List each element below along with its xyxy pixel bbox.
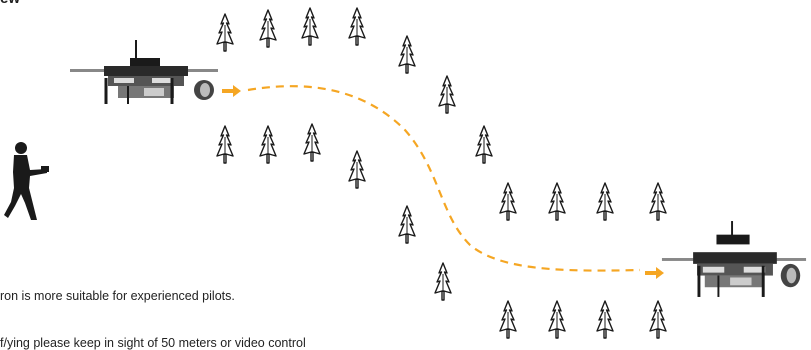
pine-tree-icon [547, 182, 567, 222]
pine-tree-icon [648, 300, 668, 340]
pine-tree-icon [258, 125, 278, 165]
pine-tree-icon [258, 9, 278, 49]
pine-tree-icon [474, 125, 494, 165]
start-arrow [222, 85, 241, 97]
caption-line-1: ron is more suitable for experienced pil… [0, 289, 235, 303]
pine-tree-icon [437, 75, 457, 115]
pilot-silhouette-icon [4, 142, 49, 220]
pine-tree-icon [547, 300, 567, 340]
pine-tree-icon [397, 35, 417, 75]
caption-line-2: f/ying please keep in sight of 50 meters… [0, 336, 306, 350]
pine-tree-icon [498, 182, 518, 222]
heading-fragment: ew [0, 0, 20, 7]
pine-tree-icon [300, 7, 320, 47]
pine-tree-icon [433, 262, 453, 302]
pine-tree-icon [595, 300, 615, 340]
pine-tree-icon [498, 300, 518, 340]
pine-tree-icon [347, 7, 367, 47]
pine-tree-icon [215, 13, 235, 53]
pine-tree-icon [595, 182, 615, 222]
pine-tree-icon [302, 123, 322, 163]
pine-tree-icon [397, 205, 417, 245]
pine-tree-icon [215, 125, 235, 165]
quadcopter-drone-icon [661, 221, 807, 297]
quadcopter-drone-icon [70, 40, 218, 104]
pine-tree-icon [648, 182, 668, 222]
pine-tree-icon [347, 150, 367, 190]
